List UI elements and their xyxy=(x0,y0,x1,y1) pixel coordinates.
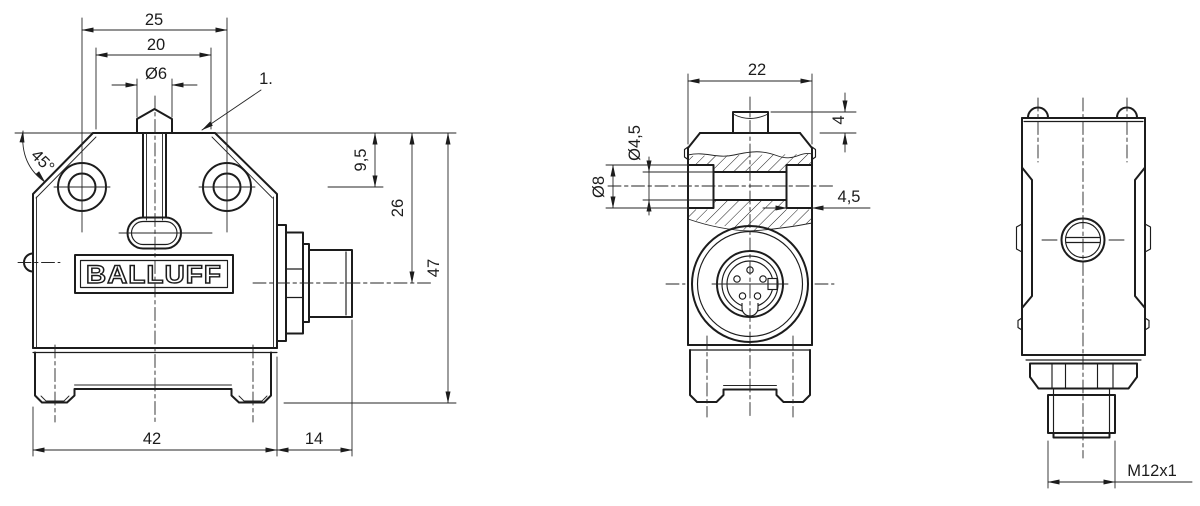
connector-nut xyxy=(1029,362,1138,390)
mounting-foot xyxy=(34,344,272,423)
connector-pin xyxy=(738,292,747,300)
back-view-dimensions: M12x1 xyxy=(1047,440,1193,489)
front-view: BALLUFF 25 20 xyxy=(14,11,457,457)
balluff-logo-text: BALLUFF xyxy=(86,261,222,289)
plunger-tip xyxy=(136,108,173,134)
connector-side-profile xyxy=(252,224,433,342)
dim-connector-thread: M12x1 xyxy=(1127,462,1177,480)
dim-body-width: 42 xyxy=(143,430,161,448)
callout-1: 1. xyxy=(259,70,273,88)
side-view: 22 4 Ø4,5 Ø8 4,5 xyxy=(590,61,871,419)
m12-connector xyxy=(1047,387,1116,439)
dim-connector-length: 14 xyxy=(305,430,323,448)
dim-counterbore-depth: 4,5 xyxy=(838,188,861,206)
dim-top-width: 20 xyxy=(147,36,165,54)
balluff-logo: BALLUFF xyxy=(74,254,234,294)
dim-plunger-height: 4 xyxy=(830,115,848,124)
plunger-side xyxy=(732,111,769,134)
connector-pin xyxy=(753,292,762,300)
side-view-dimensions: 22 4 Ø4,5 Ø8 4,5 xyxy=(590,61,871,216)
dim-total-height: 47 xyxy=(425,259,443,277)
dim-hole-spacing: 25 xyxy=(145,11,163,29)
dim-body-depth: 22 xyxy=(748,61,766,79)
back-view: M12x1 xyxy=(1015,97,1193,489)
connector-pin xyxy=(759,275,767,283)
connector-pin xyxy=(733,275,741,283)
dim-plunger-diameter: Ø6 xyxy=(145,65,167,83)
dim-connector-center-offset: 26 xyxy=(389,199,407,217)
dim-bore-diameter: Ø4,5 xyxy=(626,125,644,161)
dim-hole-center-offset: 9,5 xyxy=(352,149,370,172)
dim-counterbore-diameter: Ø8 xyxy=(590,176,608,198)
